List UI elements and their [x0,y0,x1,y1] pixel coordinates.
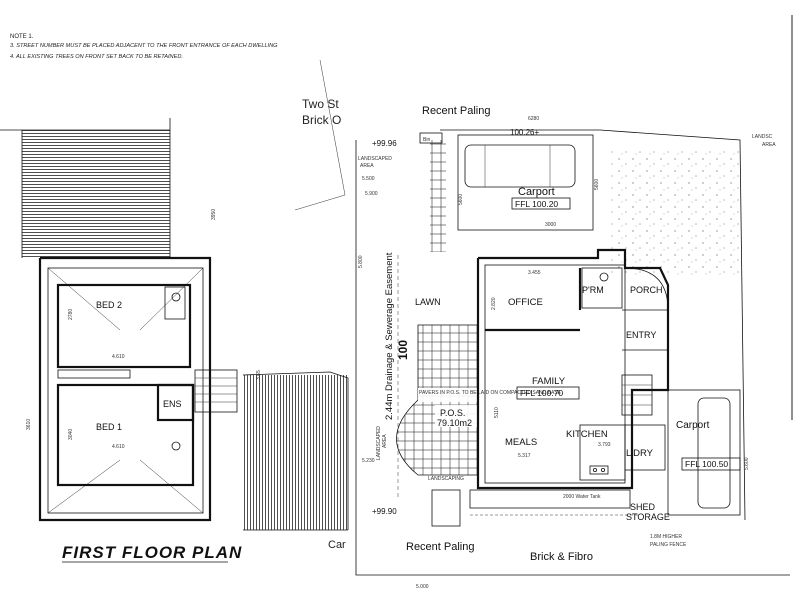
family-height-dim: 5110 [494,407,500,418]
kitchen-label: KITCHEN [566,429,608,440]
bin-label: Bin [423,137,430,143]
prm-label: P'RM [582,285,604,295]
ground-stair [621,374,653,416]
pos-label: P.O.S. [440,408,465,418]
bed2-room [56,283,192,369]
rl-bottom-left: +99.90 [372,507,397,516]
first-floor-title: FIRST FLOOR PLAN [62,543,242,562]
first-floor-plan: BED 2 2780 3.65 ENS BED 1 3040 3610 4.61… [0,118,349,563]
lawn-label: LAWN [415,297,441,307]
carport2-label: Carport [676,420,710,431]
carport-ffl: FFL 100.20 [515,199,558,209]
roof-hatch [22,128,170,258]
storage-label: STORAGE [626,512,670,522]
bed2-label: BED 2 [96,300,122,310]
easement-label: 2.44m Drainage & Sewerage Easement [384,252,395,420]
top-width-dim: 6280 [528,116,539,122]
side-path [430,140,446,252]
brick-label: Brick O [302,113,341,127]
two-storey-label: Two St [302,97,339,111]
office-height-dim: 2.820 [491,297,497,310]
carport-top: Carport FFL 100.20 3000 5600 5600 [457,134,600,231]
carport-width-dim: 3000 [545,222,556,228]
office-width-dim: 3.455 [528,270,541,276]
water-tank [469,489,631,509]
laundry-label: L'DRY [626,448,654,459]
powder-room [581,267,623,309]
car-icon-2 [697,397,731,509]
boundary-line [355,140,790,576]
ens-label: ENS [163,399,182,409]
pos-area: 79.10m2 [437,418,472,428]
brick-fibro-label: Brick & Fibro [530,551,593,563]
kitchen-width-dim: 3.793 [598,442,611,448]
landscaped-side-2: AREA [382,434,388,448]
note-3: 3. STREET NUMBER MUST BE PLACED ADJACENT… [10,43,278,49]
general-notes: NOTE 1. 3. STREET NUMBER MUST BE PLACED … [10,34,278,60]
first-floor-outline [38,256,212,522]
rl-top-left: +99.96 [372,139,397,148]
landscaped-right-2: AREA [762,142,776,148]
dim-d: 5.600 [744,457,750,470]
laundry-room [624,424,666,471]
car-icon [464,144,576,188]
family-ffl: FFL 100.70 [520,388,563,398]
bed1-width-dim: 4.610 [112,444,125,450]
fence-note-2: PALING FENCE [650,542,687,548]
frontage-label: 100 [396,340,410,360]
porch-label: PORCH [630,285,663,295]
rl-top: 100.26+ [510,128,539,137]
meals-width-dim: 5.317 [518,453,531,459]
dim-a: 5.500 [362,176,375,182]
fence-note-1: 1.8M HIGHER [650,534,682,540]
fence-bottom-label: Recent Paling [406,541,475,553]
office-label: OFFICE [508,297,543,308]
stair [194,369,238,413]
bed1-height-dim: 3040 [68,429,74,440]
landscape-speckle [610,150,740,275]
bed1-label: BED 1 [96,422,122,432]
carport-side: Carport FFL 100.50 5.600 [667,389,750,516]
left-width-dim: 5.800 [358,255,364,268]
note-4: 4. ALL EXISTING TREES ON FRONT SET BACK … [10,54,183,60]
entry-label: ENTRY [626,330,656,340]
toilet-icon [171,292,181,302]
car-label: Car [328,539,346,551]
landscaped-right-1: LANDSC [752,134,773,140]
garage-roof-hatch [243,375,348,530]
ground-floor-outline [476,248,670,490]
neighbour-labels: Two St Brick O Car [294,59,346,551]
landscaped-left-2: AREA [360,163,374,169]
dim-c: 5.230 [362,458,375,464]
ground-floor-site-plan: Recent Paling 6280 100.26+ +99.96 Bin LA… [355,105,790,590]
landscaping-label: LANDSCAPING [428,476,464,482]
landscaped-side-1: LANDSCAPED [376,426,382,460]
carport2-ffl: FFL 100.50 [685,459,728,469]
bottom-dim: 5.000 [416,584,429,590]
side-dim: 3950 [211,209,217,220]
carport-label: Carport [518,186,555,198]
landscaped-left-1: LANDSCAPED [358,156,392,162]
fence-top-label: Recent Paling [422,105,491,117]
shed-label: SHED [630,502,656,512]
bed1-room [56,383,195,487]
cooktop-icon [589,465,609,475]
water-tank-label: 2000 Water Tank [563,494,601,500]
bed2-width-dim: 4.610 [112,354,125,360]
note-heading: NOTE 1. [10,34,34,40]
pos-note: PAVERS IN P.O.S. TO BE LAID ON COMPACTED… [419,390,562,396]
total-height-dim: 3610 [26,419,32,430]
dim-b: 5.900 [365,191,378,197]
carport-height-dim: 5600 [594,179,600,190]
driveway-dim: 5600 [458,194,464,205]
family-label: FAMILY [532,376,566,387]
meals-label: MEALS [505,437,537,448]
bed2-height-dim: 2780 [68,309,74,320]
